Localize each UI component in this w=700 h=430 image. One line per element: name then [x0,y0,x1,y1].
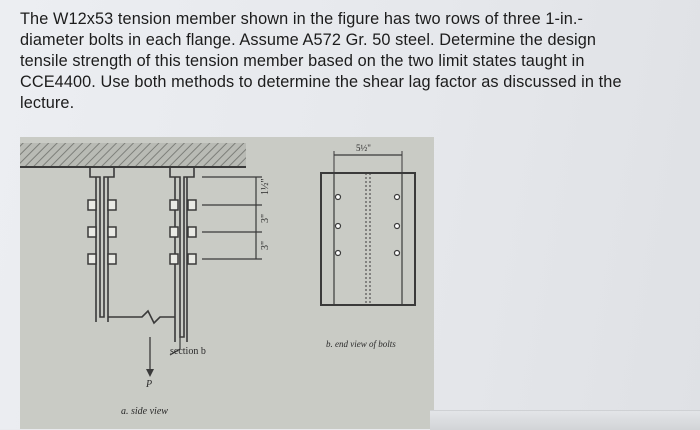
load-label: P [145,379,152,390]
question-line-5: lecture. [20,94,75,112]
bolt-spacing-dimensions [202,176,262,260]
dim-spacing-1: 3" [260,214,271,223]
question-text: The W12x53 tension member shown in the f… [20,9,695,114]
page-edge [430,410,700,430]
bolts-left-flange [87,199,117,265]
section-b-leader [169,337,181,356]
connection-figure: 1½" 3" 3" section b P a. side view [20,137,434,429]
side-view-caption: a. side view [121,406,168,417]
section-b-label: section b [170,346,206,357]
end-view [320,151,416,306]
support-wall [20,143,246,167]
end-view-caption: b. end view of bolts [326,339,396,349]
question-line-3: tensile strength of this tension member … [20,52,585,70]
end-view-bolts [334,193,401,257]
question-line-2: diameter bolts in each flange. Assume A5… [20,31,597,49]
gage-dimension: 5½" [356,143,371,153]
load-arrow-head [146,369,154,377]
bolts-right-flange [169,199,197,265]
dim-edge-top: 1½" [260,178,271,195]
question-line-4: CCE4400. Use both methods to determine t… [20,73,622,91]
connection-drawing: 1½" 3" 3" section b P a. side view [20,143,416,417]
dim-spacing-2: 3" [260,241,271,250]
gusset-plates [89,167,195,338]
question-line-1: The W12x53 tension member shown in the f… [20,10,584,28]
